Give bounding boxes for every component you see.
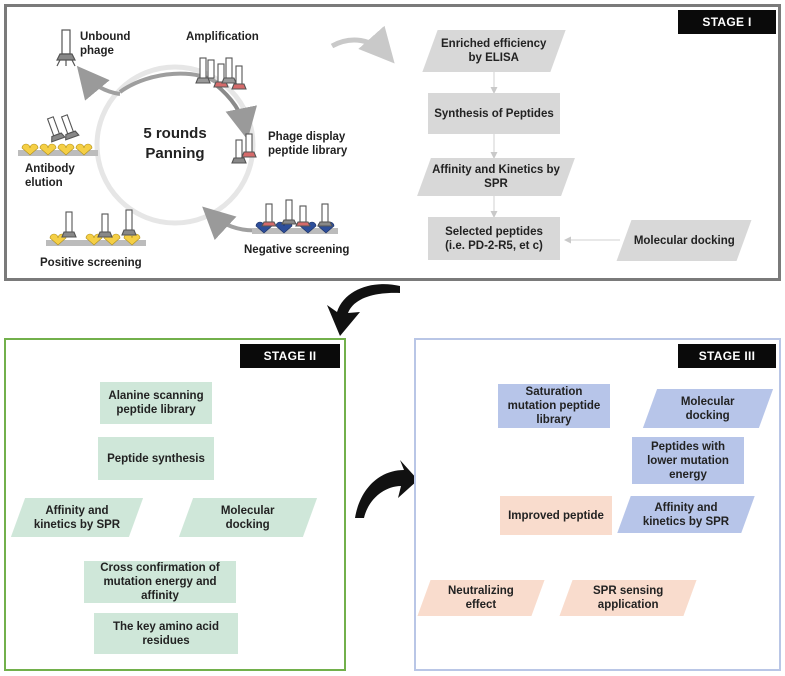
cycle-arrow-unbound xyxy=(76,65,121,101)
cycle-arrow-negative xyxy=(202,206,261,241)
antibody-elution-icon xyxy=(18,114,98,156)
stage-three-tag: STAGE III xyxy=(678,344,776,368)
phage-library-icon xyxy=(231,133,257,164)
molecular-docking-step: Molecular docking xyxy=(616,220,752,261)
phage-cluster-amplification-icon xyxy=(195,57,247,90)
improved-peptide-step: Improved peptide xyxy=(500,496,612,535)
stage-two-tag: STAGE II xyxy=(240,344,340,368)
positive-screening-label: Positive screening xyxy=(40,257,142,269)
negative-screening-label: Negative screening xyxy=(244,244,350,256)
cycle-arc-top xyxy=(118,71,222,94)
panning-cycle-ring xyxy=(94,64,256,226)
peptide-synthesis-step-2: Peptide synthesis xyxy=(98,437,214,480)
phage-icon-unbound xyxy=(56,29,76,67)
spr-step: Affinity and Kinetics by SPR xyxy=(417,158,575,196)
arrow-to-flow xyxy=(330,25,395,64)
stage-one-tag: STAGE I xyxy=(678,10,776,34)
stage-transition-arrow-2 xyxy=(355,460,418,518)
peptide-synthesis-step: Synthesis of Peptides xyxy=(428,93,560,134)
amplification-label: Amplification xyxy=(186,31,259,43)
negative-screening-icon xyxy=(252,199,338,234)
selected-peptides-step: Selected peptides(i.e. PD-2-R5, et c) xyxy=(428,217,560,260)
positive-screening-icon xyxy=(46,209,146,246)
stage-transition-arrow-1 xyxy=(327,284,400,336)
